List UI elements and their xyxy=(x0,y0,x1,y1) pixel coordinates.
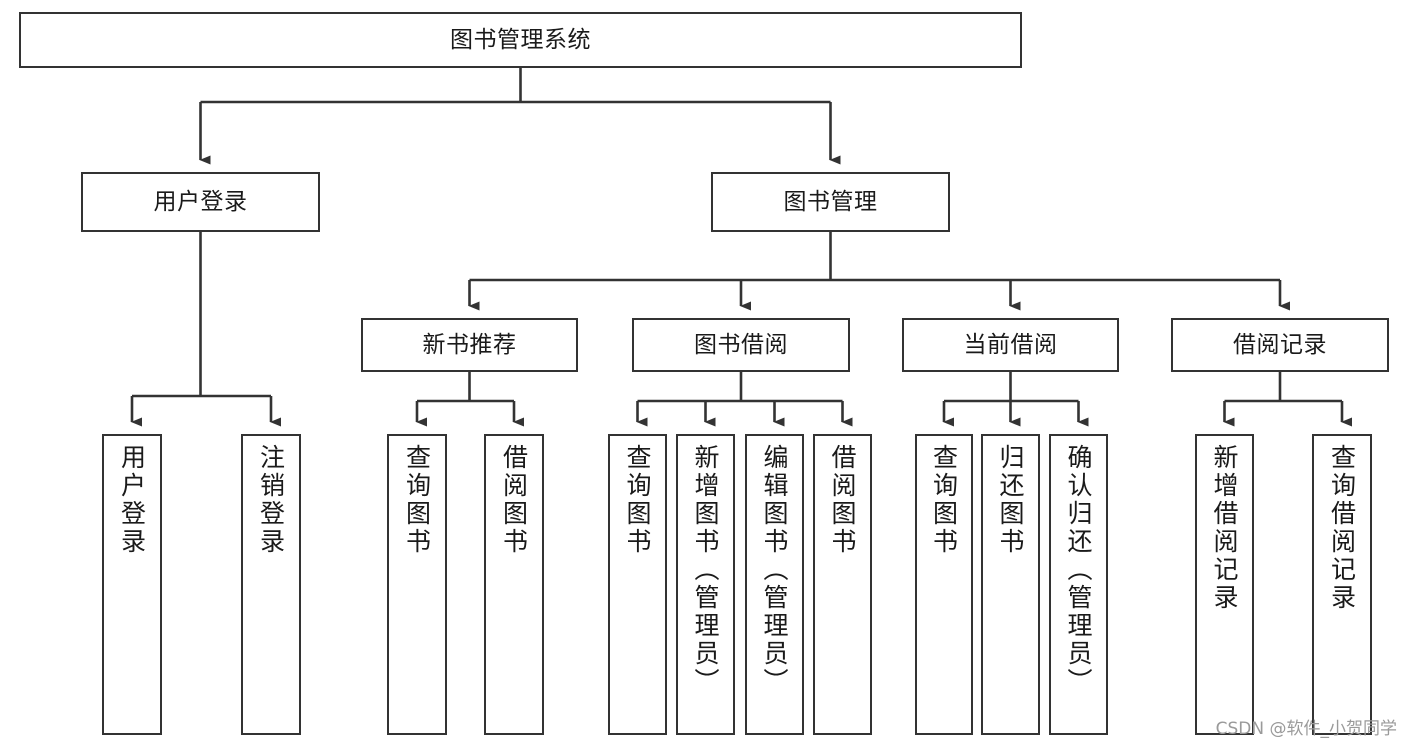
csdn-watermark: CSDN @软件_小贺同学 xyxy=(1215,719,1397,739)
node-bookmgmt[interactable]: 图书管理 xyxy=(711,172,950,232)
node-l6[interactable]: 新增图书（管理员） xyxy=(676,434,735,735)
node-l2[interactable]: 注销登录 xyxy=(241,434,301,735)
node-label: 查询图书 xyxy=(623,444,652,556)
node-label: 借阅图书 xyxy=(828,444,857,556)
node-current[interactable]: 当前借阅 xyxy=(902,318,1119,372)
node-label: 归还图书 xyxy=(996,444,1025,556)
node-l7[interactable]: 编辑图书（管理员） xyxy=(745,434,804,735)
node-label: 借阅图书 xyxy=(499,444,529,556)
node-label: 注销登录 xyxy=(256,444,286,556)
node-l4[interactable]: 借阅图书 xyxy=(484,434,544,735)
node-l5[interactable]: 查询图书 xyxy=(608,434,667,735)
node-borrow[interactable]: 图书借阅 xyxy=(632,318,850,372)
node-label: 图书管理 xyxy=(783,188,878,215)
node-label: 新增图书（管理员） xyxy=(691,444,720,696)
node-root[interactable]: 图书管理系统 xyxy=(19,12,1022,68)
node-label: 当前借阅 xyxy=(963,331,1058,358)
node-label: 确认归还（管理员） xyxy=(1064,444,1093,696)
node-l9[interactable]: 查询图书 xyxy=(915,434,973,735)
node-label: 借阅记录 xyxy=(1233,331,1327,358)
node-label: 图书借阅 xyxy=(694,331,788,358)
node-login[interactable]: 用户登录 xyxy=(81,172,320,232)
node-l11[interactable]: 确认归还（管理员） xyxy=(1049,434,1108,735)
node-label: 查询借阅记录 xyxy=(1327,444,1357,612)
node-label: 新增借阅记录 xyxy=(1210,444,1239,612)
node-l13[interactable]: 查询借阅记录 xyxy=(1312,434,1372,735)
node-l3[interactable]: 查询图书 xyxy=(387,434,447,735)
node-label: 用户登录 xyxy=(117,444,147,556)
node-records[interactable]: 借阅记录 xyxy=(1171,318,1389,372)
node-newbook[interactable]: 新书推荐 xyxy=(361,318,578,372)
node-l10[interactable]: 归还图书 xyxy=(981,434,1040,735)
node-label: 编辑图书（管理员） xyxy=(760,444,789,696)
node-label: 图书管理系统 xyxy=(450,26,591,53)
node-l1[interactable]: 用户登录 xyxy=(102,434,162,735)
node-label: 用户登录 xyxy=(153,188,248,215)
node-l8[interactable]: 借阅图书 xyxy=(813,434,872,735)
node-label: 新书推荐 xyxy=(422,331,517,358)
node-label: 查询图书 xyxy=(402,444,432,556)
node-label: 查询图书 xyxy=(929,444,959,556)
node-l12[interactable]: 新增借阅记录 xyxy=(1195,434,1254,735)
